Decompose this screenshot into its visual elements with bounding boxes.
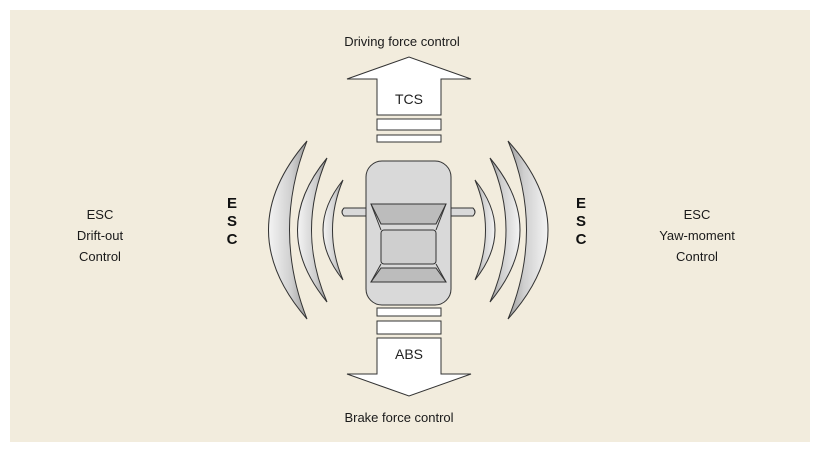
right-arc-outer [507,140,549,320]
right-esc-letter-s: S [575,213,586,230]
right-block-line-2: Yaw-moment [659,228,735,243]
right-esc-letter-e: E [575,195,586,212]
driving-force-bar-2 [376,134,442,143]
driving-force-bar-1 [376,118,442,131]
right-arc-inner [474,179,496,281]
left-arc-middle [297,157,328,303]
left-esc-letter-c: C [226,231,238,248]
right-block-line-3: Control [676,249,718,264]
right-esc-vertical-label: E S C [576,195,587,249]
abs-label: ABS [394,346,424,362]
brake-force-bar-1 [376,307,442,317]
car-rear-window [370,267,447,283]
car-top-view [341,160,476,306]
left-block-line-1: ESC [86,207,114,222]
car-roof [380,229,437,265]
brake-force-label: Brake force control [344,410,454,425]
left-esc-vertical-label: E S C [227,195,238,249]
brake-force-bar-2 [376,320,442,335]
driving-force-label: Driving force control [344,34,460,49]
left-arc-inner [322,179,344,281]
esc-yaw-moment-block: ESC Yaw-moment Control [659,204,735,267]
brake-force-arrow [346,337,472,397]
car-windshield [370,203,447,225]
esc-drift-out-block: ESC Drift-out Control [77,204,123,267]
car-right-mirror [450,207,476,217]
driving-force-arrow [346,56,472,116]
car-left-mirror [341,207,367,217]
right-block-line-1: ESC [683,207,711,222]
left-esc-letter-s: S [226,213,237,230]
right-arc-middle [489,157,521,303]
left-block-line-3: Control [79,249,121,264]
left-arc-outer [268,140,308,320]
left-esc-letter-e: E [226,195,237,212]
left-block-line-2: Drift-out [76,228,124,243]
right-esc-letter-c: C [575,231,587,248]
tcs-label: TCS [395,91,423,107]
